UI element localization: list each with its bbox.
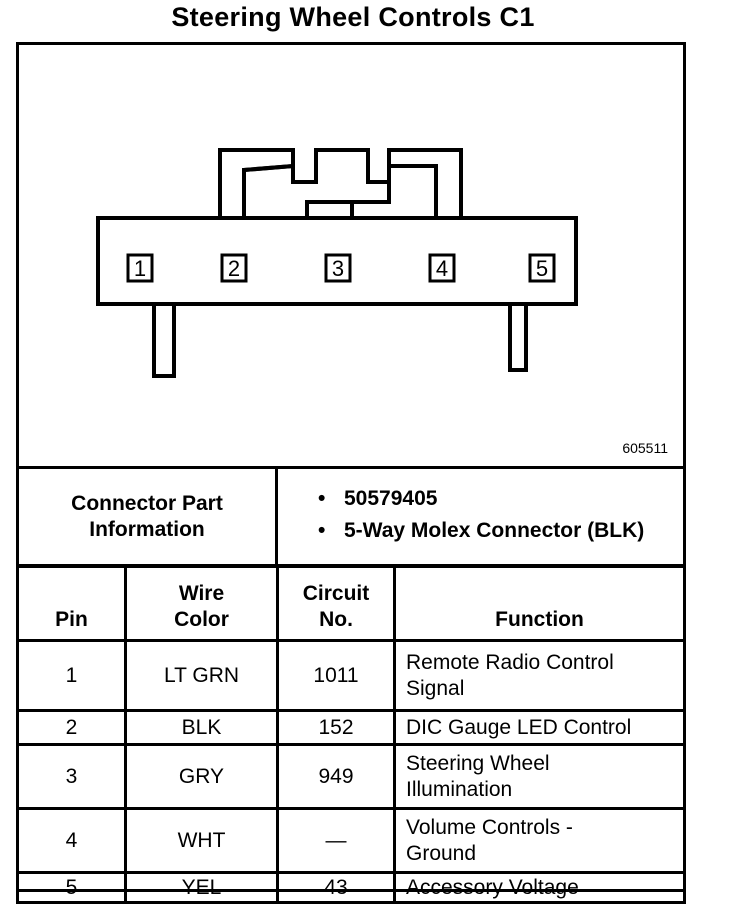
header-wire-color-text: Wire Color <box>174 582 229 631</box>
connector-pin-2: 2 <box>220 253 248 283</box>
pin-cell: 3 <box>16 743 127 810</box>
connector-latch-outline <box>218 148 295 218</box>
connector-pin-4: 4 <box>428 253 456 283</box>
function-cell: Volume Controls - Ground <box>393 807 686 874</box>
connector-pin-5: 5 <box>528 253 556 283</box>
connector-pin-box <box>428 253 456 283</box>
function-cell: Accessory Voltage <box>393 871 686 904</box>
connector-pin-label: 4 <box>436 256 448 281</box>
header-circuit-no-text: Circuit No. <box>302 582 370 631</box>
connector-leg-left <box>152 304 176 378</box>
circuit-cell: 43 <box>276 871 396 904</box>
header-pin: Pin <box>16 564 127 642</box>
connector-leg-right <box>508 304 528 372</box>
wire-color-cell: GRY <box>124 743 279 810</box>
connector-pin-label: 5 <box>536 256 548 281</box>
part-number: 50579405 <box>344 487 438 510</box>
connector-pin-label: 1 <box>134 256 146 281</box>
circuit-cell: 949 <box>276 743 396 810</box>
wire-color-cell: WHT <box>124 807 279 874</box>
connector-pin-box <box>220 253 248 283</box>
connector-latch-left-inner <box>305 200 354 218</box>
connector-pin-1: 1 <box>126 253 154 283</box>
connector-type-item: • 5-Way Molex Connector (BLK) <box>318 518 683 544</box>
pin-cell: 5 <box>16 871 127 904</box>
connector-latch-right <box>387 148 463 220</box>
wire-color-cell: YEL <box>124 871 279 904</box>
header-function: Function <box>393 564 686 642</box>
connector-part-info-values: • 50579405 • 5-Way Molex Connector (BLK) <box>275 466 686 568</box>
connector-body <box>96 216 578 306</box>
pin-cell: 2 <box>16 709 127 746</box>
connector-pin-box <box>528 253 556 283</box>
connector-pin-box <box>324 253 352 283</box>
wire-color-cell: BLK <box>124 709 279 746</box>
header-wire-color: Wire Color <box>124 564 279 642</box>
circuit-cell: 1011 <box>276 639 396 712</box>
connector-pin-box <box>126 253 154 283</box>
connector-part-info-label: Connector Part Information <box>16 466 278 568</box>
connector-pin-label: 3 <box>332 256 344 281</box>
function-cell: Steering Wheel Illumination <box>393 743 686 810</box>
connector-latch-center <box>242 148 391 218</box>
wire-color-cell: LT GRN <box>124 639 279 712</box>
connector-pin-3: 3 <box>324 253 352 283</box>
pin-cell: 4 <box>16 807 127 874</box>
part-number-item: • 50579405 <box>318 486 683 512</box>
function-cell: DIC Gauge LED Control <box>393 709 686 746</box>
bullet-icon: • <box>318 519 326 542</box>
circuit-cell: — <box>276 807 396 874</box>
circuit-cell: 152 <box>276 709 396 746</box>
connector-type: 5-Way Molex Connector (BLK) <box>344 519 645 542</box>
figure-id: 605511 <box>622 440 668 456</box>
page-title: Steering Wheel Controls C1 <box>171 2 535 32</box>
pin-cell: 1 <box>16 639 127 712</box>
header-circuit-no: Circuit No. <box>276 564 396 642</box>
connector-diagram: 1 2 3 4 5 605511 <box>16 42 686 466</box>
bullet-icon: • <box>318 487 326 510</box>
connector-part-info-table: Connector Part Information • 50579405 • 5-… <box>16 466 686 568</box>
connector-drawing: 1 2 3 4 5 <box>96 148 578 378</box>
connector-pin-label: 2 <box>228 256 240 281</box>
function-cell: Remote Radio Control Signal <box>393 639 686 712</box>
